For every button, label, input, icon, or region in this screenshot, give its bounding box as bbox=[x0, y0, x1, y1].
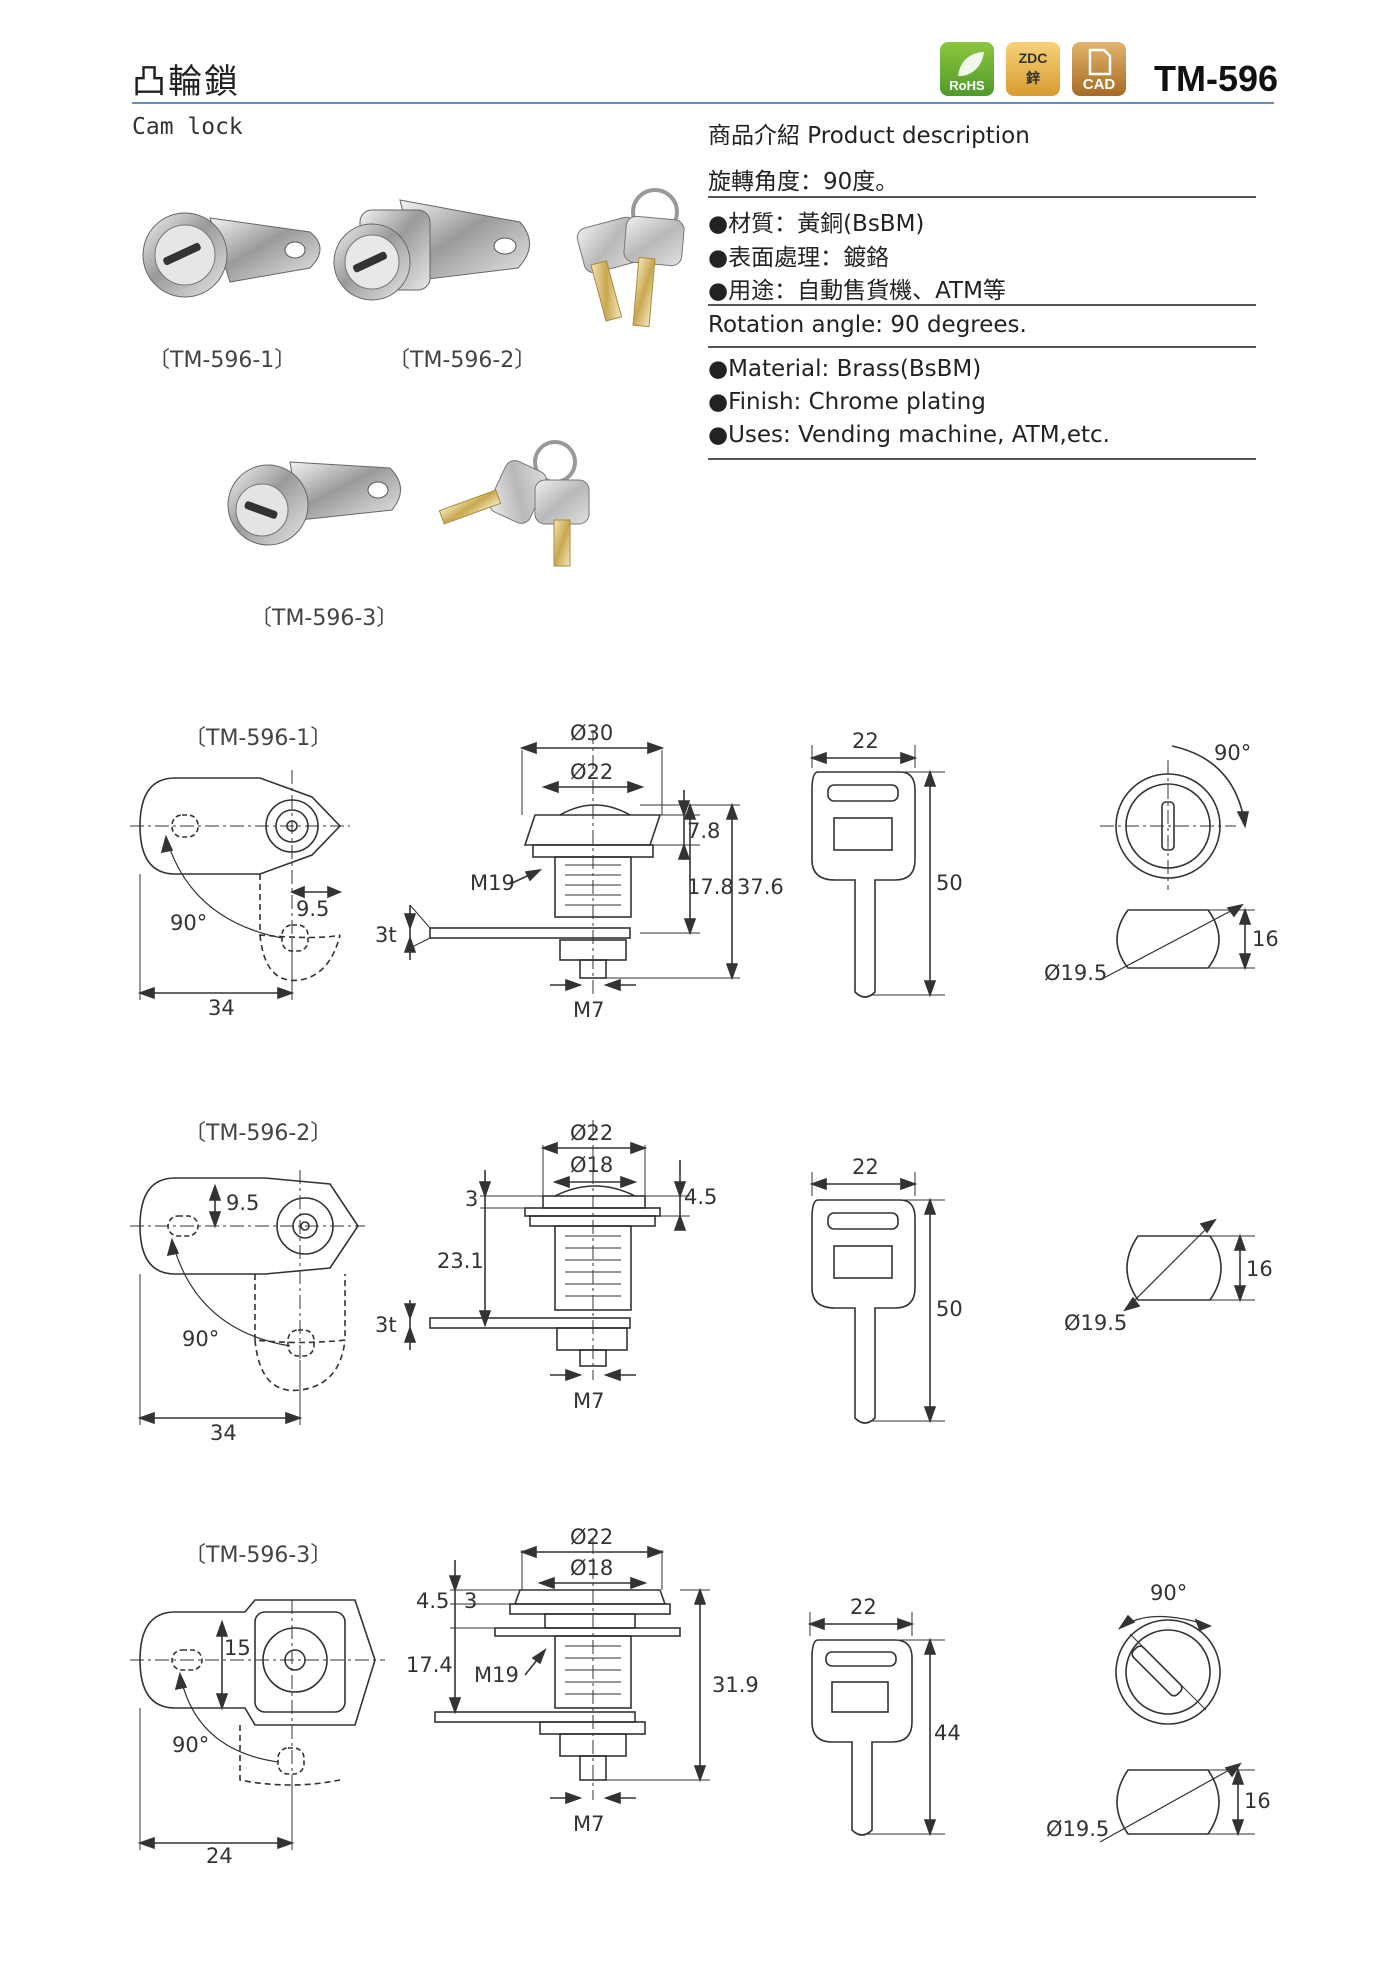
row1-dim-17-8: 17.8 bbox=[687, 875, 734, 899]
row2-cylinder-view bbox=[1123, 1218, 1255, 1312]
keys-photo-3 bbox=[438, 440, 590, 567]
leaf-icon bbox=[958, 52, 984, 76]
row3-diameter: Ø19.5 bbox=[1046, 1817, 1109, 1841]
zdc-badge-label: ZDC bbox=[1018, 50, 1048, 66]
photo-label-1: 〔TM-596-1〕 bbox=[148, 348, 297, 373]
row3-dim-d18: Ø18 bbox=[570, 1556, 613, 1580]
row2-diameter: Ø19.5 bbox=[1064, 1311, 1127, 1335]
row3-angle: 90° bbox=[172, 1733, 209, 1757]
row2-angle: 90° bbox=[182, 1327, 219, 1351]
row1-cylinder-view bbox=[1099, 745, 1255, 981]
finish-zh: ●表面處理：鍍鉻 bbox=[708, 245, 890, 271]
desc-divider bbox=[708, 346, 1256, 348]
row3-dim-m7: M7 bbox=[573, 1812, 604, 1836]
row1-rotation: 90° bbox=[1214, 741, 1251, 765]
row1-front-view bbox=[130, 770, 350, 1000]
description-heading: 商品介紹 Product description bbox=[708, 123, 1030, 149]
page-title: 凸輪鎖 bbox=[132, 62, 240, 102]
row1-key-view bbox=[809, 745, 945, 998]
row2-side-view bbox=[403, 1120, 690, 1382]
rotation-en: Rotation angle: 90 degrees. bbox=[708, 312, 1027, 338]
row2-dim-m7: M7 bbox=[573, 1389, 604, 1413]
row3-front-view bbox=[130, 1599, 385, 1850]
model-number: TM-596 bbox=[1154, 58, 1279, 99]
row3-dim-3: 3 bbox=[464, 1589, 477, 1613]
row3-dim-m19: M19 bbox=[474, 1663, 519, 1687]
drawing-label-2: 〔TM-596-2〕 bbox=[184, 1121, 333, 1146]
page-subtitle: Cam lock bbox=[132, 114, 243, 140]
rohs-badge-label: RoHS bbox=[949, 78, 985, 93]
material-zh: ●材質：黃銅(BsBM) bbox=[708, 211, 925, 237]
row3-key-height: 44 bbox=[934, 1721, 961, 1745]
keys-photo-1 bbox=[576, 188, 685, 328]
row3-dim-31-9: 31.9 bbox=[712, 1673, 759, 1697]
row3-rotation: 90° bbox=[1150, 1581, 1187, 1605]
row2-dim-3t: 3t bbox=[375, 1313, 397, 1337]
row2-front-view bbox=[130, 1170, 365, 1425]
row1-dim-m19: M19 bbox=[470, 871, 515, 895]
row2-dim-9-5: 9.5 bbox=[226, 1191, 259, 1215]
row2-dim-d22: Ø22 bbox=[570, 1121, 613, 1145]
finish-en: ●Finish: Chrome plating bbox=[708, 389, 986, 415]
row1-dim-9-5: 9.5 bbox=[296, 897, 329, 921]
row3-dim-24: 24 bbox=[206, 1844, 233, 1868]
drawing-label-3: 〔TM-596-3〕 bbox=[184, 1543, 333, 1568]
row3-flat: 16 bbox=[1244, 1789, 1271, 1813]
row3-dim-d22: Ø22 bbox=[570, 1525, 613, 1549]
row1-dim-m7: M7 bbox=[573, 998, 604, 1022]
row1-diameter: Ø19.5 bbox=[1044, 961, 1107, 985]
cad-badge-label: CAD bbox=[1082, 76, 1116, 93]
row3-dim-15: 15 bbox=[224, 1636, 251, 1660]
row2-key-height: 50 bbox=[936, 1297, 963, 1321]
row3-dim-17-4: 17.4 bbox=[406, 1653, 453, 1677]
title-divider bbox=[132, 102, 1274, 104]
rotation-zh: 旋轉角度：90度。 bbox=[708, 169, 899, 195]
row2-flat: 16 bbox=[1246, 1257, 1273, 1281]
zinc-badge-label: 鋅 bbox=[1026, 70, 1040, 86]
drawing-label-1: 〔TM-596-1〕 bbox=[184, 726, 333, 751]
file-icon bbox=[1088, 48, 1112, 76]
lock-photo-3 bbox=[227, 461, 401, 546]
row3-side-view bbox=[434, 1540, 710, 1805]
desc-divider bbox=[708, 304, 1256, 306]
row3-key-view bbox=[807, 1612, 945, 1837]
row1-angle: 90° bbox=[170, 911, 207, 935]
row1-key-width: 22 bbox=[852, 729, 879, 753]
uses-zh: ●用途：自動售貨機、ATM等 bbox=[708, 278, 1006, 304]
desc-divider bbox=[708, 196, 1256, 198]
photo-label-2: 〔TM-596-2〕 bbox=[388, 348, 537, 373]
lock-photo-2 bbox=[333, 199, 530, 301]
row1-dim-d22: Ø22 bbox=[570, 760, 613, 784]
row2-dim-3: 3 bbox=[465, 1187, 478, 1211]
row1-dim-34: 34 bbox=[208, 996, 235, 1020]
desc-divider bbox=[708, 458, 1256, 460]
row1-dim-d30: Ø30 bbox=[570, 721, 613, 745]
cad-badge-icon: CAD bbox=[1072, 42, 1126, 96]
row1-key-height: 50 bbox=[936, 871, 963, 895]
row2-dim-34: 34 bbox=[210, 1421, 237, 1445]
row2-key-width: 22 bbox=[852, 1155, 879, 1179]
row3-key-width: 22 bbox=[850, 1595, 877, 1619]
material-en: ●Material: Brass(BsBM) bbox=[708, 356, 982, 382]
zdc-badge-icon: ZDC 鋅 bbox=[1006, 42, 1060, 96]
row1-side-view bbox=[403, 730, 740, 995]
row1-dim-37-6: 37.6 bbox=[737, 875, 784, 899]
row2-key-view bbox=[809, 1172, 945, 1424]
row1-dim-3t: 3t bbox=[375, 923, 397, 947]
row3-dim-4-5: 4.5 bbox=[416, 1589, 449, 1613]
rohs-badge-icon: RoHS bbox=[940, 42, 994, 96]
lock-photo-1 bbox=[142, 212, 321, 298]
row2-dim-4-5: 4.5 bbox=[684, 1185, 717, 1209]
uses-en: ●Uses: Vending machine, ATM,etc. bbox=[708, 422, 1110, 448]
photo-label-3: 〔TM-596-3〕 bbox=[250, 606, 399, 631]
row2-dim-23-1: 23.1 bbox=[437, 1249, 484, 1273]
row2-dim-d18: Ø18 bbox=[570, 1153, 613, 1177]
row1-flat: 16 bbox=[1252, 927, 1279, 951]
row1-dim-7-8: 7.8 bbox=[687, 819, 720, 843]
row3-cylinder-view bbox=[1099, 1614, 1255, 1843]
